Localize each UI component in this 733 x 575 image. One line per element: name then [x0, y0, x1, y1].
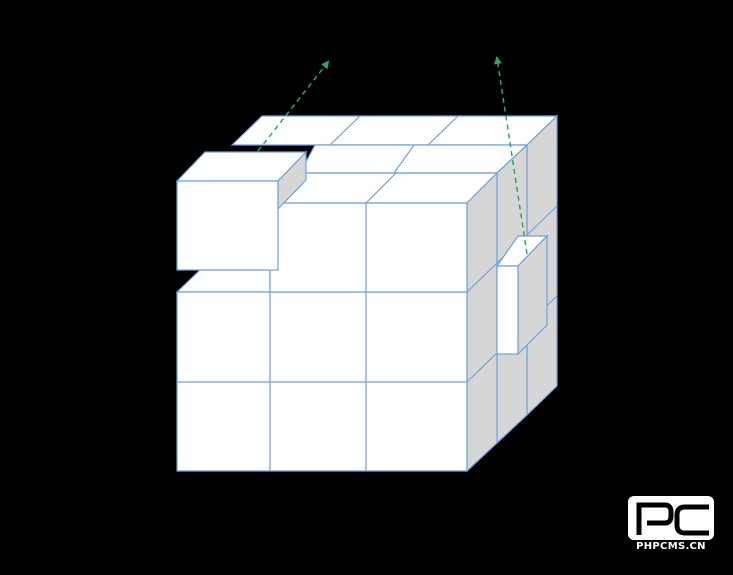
extracted-corner-cube [175, 150, 308, 271]
watermark-site-text: PHPCMS.CN [636, 541, 706, 552]
pc-logo-icon [628, 496, 714, 540]
extracted-edge-cube [495, 234, 549, 356]
lift-arrow-left [257, 60, 330, 152]
site-watermark: PHPCMS.CN [627, 495, 715, 557]
lift-arrow-right [493, 56, 528, 255]
cube-front-layer [175, 171, 499, 473]
